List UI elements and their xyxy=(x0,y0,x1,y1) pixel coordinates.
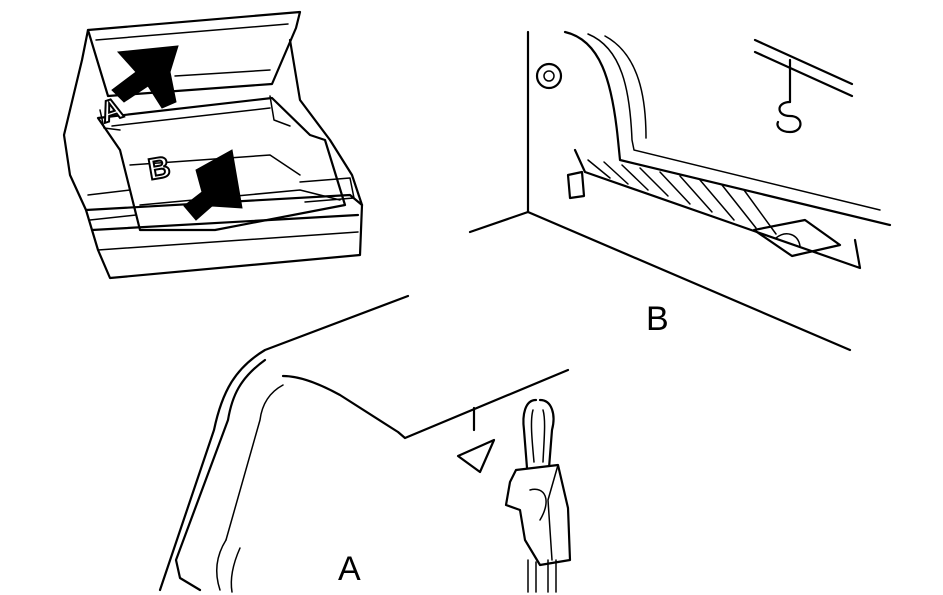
detail-b-illustration xyxy=(468,30,892,352)
overview-trunk-illustration xyxy=(62,10,364,280)
detail-a-illustration xyxy=(158,294,572,593)
overview-label-b: B xyxy=(146,151,173,187)
detail-label-b: B xyxy=(646,300,669,338)
detail-label-a: A xyxy=(338,550,361,588)
